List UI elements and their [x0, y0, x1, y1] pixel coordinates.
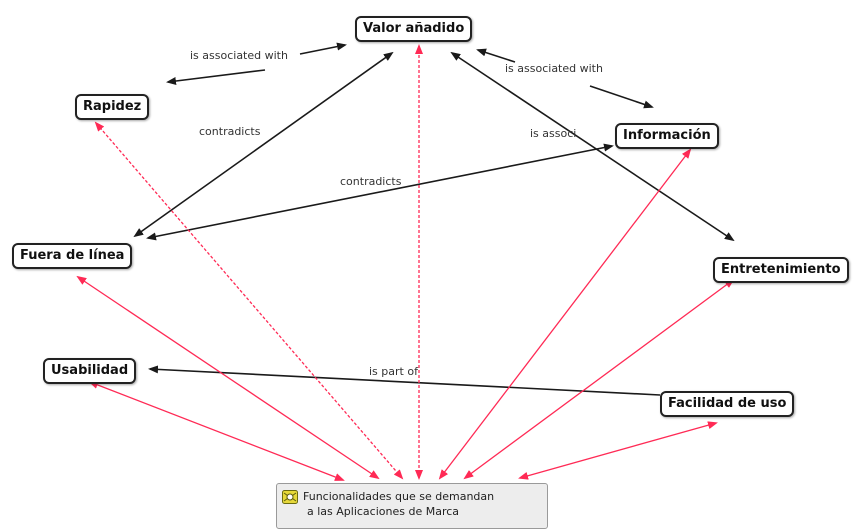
- label-valor-fuera: contradicts: [199, 125, 261, 138]
- edge-center-usabilidad: [88, 381, 345, 481]
- edge-fuera-informacion: [146, 143, 614, 241]
- central-concept-line2: a las Aplicaciones de Marca: [307, 505, 460, 518]
- central-concept-line1: Funcionalidades que se demandan: [303, 490, 495, 503]
- node-fuera-de-linea[interactable]: Fuera de línea: [12, 243, 133, 269]
- node-usabilidad[interactable]: Usabilidad: [43, 358, 137, 384]
- label-valor-rapidez: is associated with: [190, 49, 288, 62]
- edge-center-facilidad: [518, 421, 718, 480]
- label-valor-informacion: is associated with: [505, 62, 603, 75]
- node-central-concept[interactable]: Funcionalidades que se demandan a las Ap…: [276, 483, 548, 529]
- edge-center-entretenimiento: [463, 278, 735, 480]
- edge-valor-rapidez-b: [166, 69, 266, 85]
- edge-center-rapidez: [94, 121, 404, 480]
- edge-valor-informacion-b: [589, 85, 654, 109]
- label-valor-entretenimiento: is associ: [530, 127, 577, 140]
- node-valor-anadido[interactable]: Valor añadido: [355, 16, 473, 42]
- concept-map-icon: [282, 490, 298, 504]
- edge-valor-fuera: [133, 51, 394, 238]
- edge-valor-informacion-a: [476, 48, 516, 63]
- node-informacion[interactable]: Información: [615, 123, 719, 149]
- edge-center-informacion: [438, 148, 692, 480]
- node-facilidad-de-uso[interactable]: Facilidad de uso: [660, 391, 795, 417]
- node-rapidez[interactable]: Rapidez: [75, 94, 150, 120]
- label-facilidad-usabilidad: is part of: [369, 365, 418, 378]
- edge-valor-rapidez-a: [299, 42, 347, 55]
- label-fuera-informacion: contradicts: [340, 175, 402, 188]
- node-entretenimiento[interactable]: Entretenimiento: [713, 257, 849, 283]
